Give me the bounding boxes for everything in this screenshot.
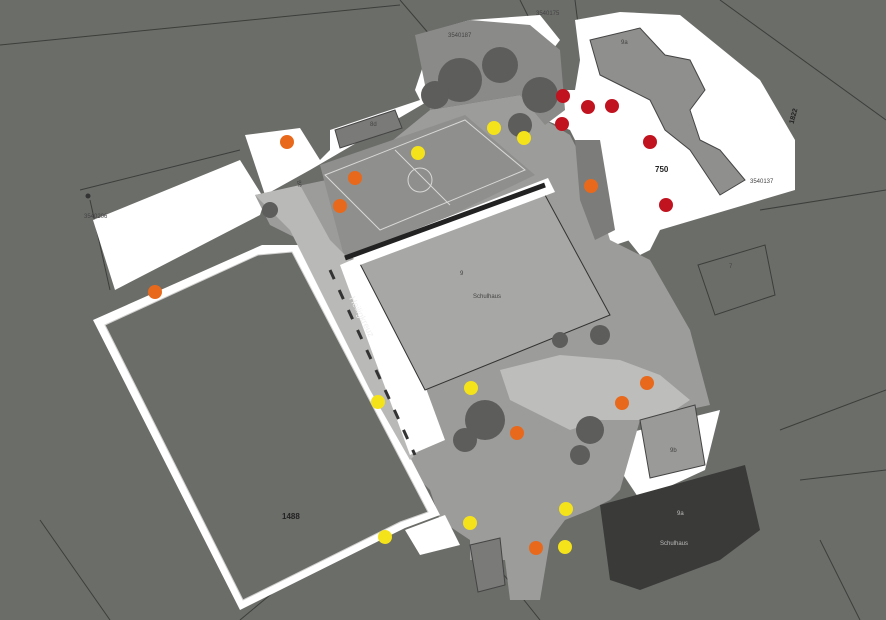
marker-yellow (487, 121, 501, 135)
marker-red (605, 99, 619, 113)
sports-court (320, 115, 535, 260)
marker-red (581, 100, 595, 114)
small-shed-left (469, 537, 506, 593)
marker-yellow (558, 540, 572, 554)
marker-yellow (517, 131, 531, 145)
marker-yellow (378, 530, 392, 544)
parcel-1488-field (93, 245, 460, 610)
small-building-top (589, 27, 746, 196)
marker-orange (148, 285, 162, 299)
marker-orange (615, 396, 629, 410)
house-9b-label: 9b (670, 448, 677, 454)
marker-orange (529, 541, 543, 555)
marker-yellow (559, 502, 573, 516)
marker-yellow (411, 146, 425, 160)
parcel-3540206-label: 3540206 (84, 214, 108, 220)
main-school-building (344, 178, 611, 391)
marker-yellow (464, 381, 478, 395)
school-small-number: 9a (677, 511, 684, 517)
red-markers (555, 89, 673, 212)
marker-orange (348, 171, 362, 185)
parcel-1488-label: 1488 (282, 512, 300, 521)
marker-orange (333, 199, 347, 213)
marker-red (659, 198, 673, 212)
marker-orange (640, 376, 654, 390)
road-strip (255, 185, 445, 460)
small-8e-label: 8e (295, 180, 303, 189)
parcel-1822-label: 1822 (789, 108, 800, 125)
marker-orange (510, 426, 524, 440)
marker-orange (584, 179, 598, 193)
school-main-label: Schulhaus (473, 294, 501, 300)
parcel-3540175-label: 3540175 (536, 11, 560, 17)
orange-markers (148, 135, 654, 555)
marker-yellow (371, 395, 385, 409)
marker-orange (280, 135, 294, 149)
school-small-label: Schulhaus (660, 541, 688, 547)
school-main-number: 9 (460, 271, 464, 277)
school-building-small (600, 465, 760, 590)
tree-clusters (262, 47, 610, 465)
parcel-3540187-label: 3540187 (448, 33, 472, 39)
house-7 (697, 244, 776, 316)
house-9b (639, 404, 706, 479)
survey-point-icon (85, 193, 91, 199)
marker-yellow (463, 516, 477, 530)
parcel-750-label: 750 (655, 165, 669, 174)
house-7-label: 7 (729, 264, 733, 270)
shed-8d (334, 109, 403, 149)
marker-red (556, 89, 570, 103)
parcel-3540137-label: 3540137 (750, 179, 774, 185)
marker-red (643, 135, 657, 149)
shed-8d-label: 8d (370, 122, 377, 128)
yellow-markers (371, 121, 573, 554)
house-9a-label: 9a (621, 40, 628, 46)
marker-red (555, 117, 569, 131)
